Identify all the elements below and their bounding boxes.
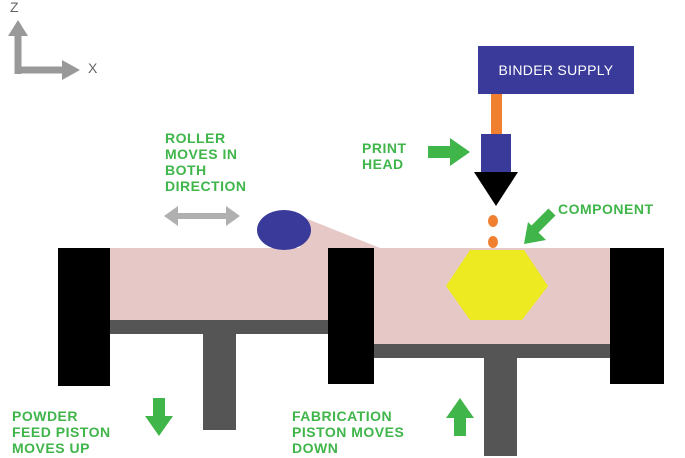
powder-feed-label-line: FEED PISTON bbox=[12, 424, 111, 440]
print-head-pointer-arrow bbox=[428, 138, 470, 166]
component-label-line: COMPONENT bbox=[558, 201, 654, 217]
left-wall bbox=[58, 248, 110, 386]
powder-feed-label: POWDER FEED PISTON MOVES UP bbox=[12, 408, 111, 456]
middle-wall bbox=[328, 248, 374, 384]
fabrication-up-arrow bbox=[446, 398, 474, 436]
print-head-nozzle bbox=[474, 172, 518, 206]
print-head-body bbox=[481, 134, 511, 174]
roller-double-arrow bbox=[164, 206, 240, 226]
fabrication-label-line: DOWN bbox=[292, 440, 339, 456]
spread-powder-wedge bbox=[300, 216, 380, 248]
binder-supply-box: BINDER SUPPLY bbox=[478, 46, 634, 94]
fabrication-label: FABRICATION PISTON MOVES DOWN bbox=[292, 408, 404, 456]
x-axis-label: X bbox=[88, 60, 98, 76]
powder-feed-label-line: POWDER bbox=[12, 408, 78, 424]
axis-indicator bbox=[8, 20, 80, 80]
component-label: COMPONENT bbox=[558, 201, 654, 217]
fabrication-label-line: FABRICATION bbox=[292, 408, 393, 424]
roller-label-line: BOTH bbox=[165, 162, 207, 178]
fabrication-label-line: PISTON MOVES bbox=[292, 424, 405, 440]
print-head-label: PRINT HEAD bbox=[362, 140, 407, 172]
component-shape bbox=[446, 250, 548, 320]
z-axis-label: Z bbox=[10, 0, 19, 15]
print-head-label-line: PRINT bbox=[362, 140, 407, 156]
roller-label-line: MOVES IN bbox=[165, 146, 238, 162]
roller-label-line: DIRECTION bbox=[165, 178, 247, 194]
binder-droplet bbox=[488, 236, 498, 248]
component-pointer-arrow bbox=[524, 208, 556, 244]
powder-feed-down-arrow bbox=[145, 398, 173, 436]
print-head-label-line: HEAD bbox=[362, 156, 404, 172]
fabrication-piston-plate bbox=[374, 344, 610, 358]
binder-droplet bbox=[488, 215, 498, 227]
roller bbox=[257, 210, 311, 250]
x-axis-arrowhead bbox=[62, 60, 80, 80]
powder-feed-piston-rod bbox=[203, 332, 236, 430]
fabrication-piston-rod bbox=[484, 356, 517, 456]
right-wall bbox=[610, 248, 664, 384]
roller-label: ROLLER MOVES IN BOTH DIRECTION bbox=[165, 130, 247, 194]
roller-label-line: ROLLER bbox=[165, 130, 226, 146]
powder-feed-label-line: MOVES UP bbox=[12, 440, 90, 456]
z-axis-arrowhead bbox=[8, 20, 28, 36]
powder-feed-bed bbox=[110, 248, 328, 320]
binder-feed-tube bbox=[491, 94, 502, 136]
powder-feed-piston-plate bbox=[110, 320, 328, 334]
